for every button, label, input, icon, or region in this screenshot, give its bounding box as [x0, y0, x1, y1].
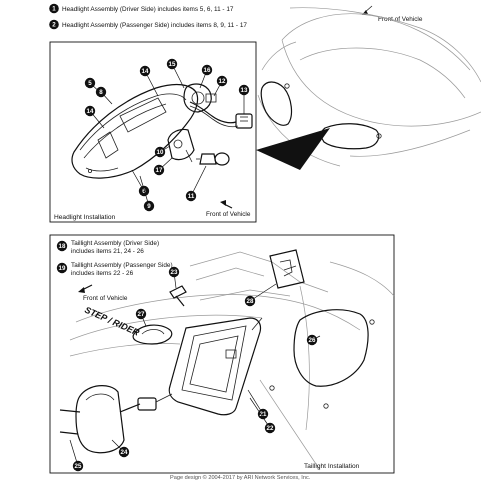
note-1-text: Headlight Assembly (Driver Side) include…	[62, 6, 234, 13]
front-of-vehicle-headlight: Front of Vehicle	[206, 200, 251, 218]
step-rider-decal: STEP / RIDER	[83, 305, 141, 338]
svg-text:11: 11	[188, 193, 195, 200]
bolt-icon	[169, 285, 187, 307]
callout-24: 24	[111, 439, 130, 458]
note-18-line-1: Taillight Assembly (Driver Side)	[71, 240, 159, 247]
note-18-line-2: includes items 21, 24 - 26	[71, 248, 144, 255]
taillight-lamp	[59, 385, 125, 454]
svg-text:23: 23	[171, 269, 178, 276]
callout-12: 12	[213, 75, 228, 97]
lamp-connector	[119, 393, 173, 413]
headlight-housing	[71, 83, 199, 179]
front-of-vehicle-taillight-label: Front of Vehicle	[83, 295, 128, 302]
callout-10: 10	[154, 145, 171, 158]
callout-25: 25	[69, 439, 84, 472]
note-1-number: 1	[52, 6, 56, 13]
note-2-text: Headlight Assembly (Passenger Side) incl…	[62, 22, 247, 29]
note-19-line-2: includes items 22 - 26	[71, 270, 134, 277]
body-headlight-left	[260, 81, 293, 126]
note-19-line-1: Taillight Assembly (Passenger Side)	[71, 262, 173, 269]
callout-13: 13	[238, 84, 250, 114]
callout-28: 28	[244, 283, 277, 307]
svg-text:28: 28	[247, 298, 254, 305]
vehicle-rear-body	[69, 251, 395, 471]
vehicle-front-body	[257, 7, 481, 167]
svg-text:14: 14	[142, 68, 149, 75]
front-of-vehicle-taillight: Front of Vehicle	[78, 284, 128, 302]
callout-8: 8	[95, 86, 113, 105]
bulb-icon	[196, 152, 230, 166]
callout-16: 16	[199, 64, 213, 89]
note-1: 1 Headlight Assembly (Driver Side) inclu…	[49, 3, 234, 14]
svg-text:27: 27	[138, 311, 145, 318]
svg-text:26: 26	[309, 337, 316, 344]
svg-text:6: 6	[142, 188, 146, 195]
taillight-panel	[49, 234, 395, 474]
callout-15: 15	[166, 58, 185, 89]
taillight-callouts: 23 27 28 26 21 22 24	[69, 266, 321, 472]
svg-text:15: 15	[169, 61, 176, 68]
svg-text:12: 12	[219, 78, 226, 85]
svg-text:8: 8	[99, 89, 103, 96]
svg-text:16: 16	[204, 67, 211, 74]
svg-text:17: 17	[156, 167, 163, 174]
svg-text:5: 5	[88, 80, 92, 87]
callout-23: 23	[168, 266, 180, 289]
note-19-number: 19	[59, 265, 66, 272]
taillight-caption: Taillight Installation	[304, 463, 360, 470]
callout-17: 17	[153, 157, 173, 176]
svg-text:22: 22	[267, 425, 274, 432]
callout-27: 27	[135, 308, 147, 327]
callout-14-lower: 14	[84, 105, 105, 129]
svg-text:25: 25	[75, 463, 82, 470]
callout-9: 9	[139, 175, 155, 212]
wire-harness	[189, 101, 253, 129]
headlight-callouts: 5 8 14 14 15 16 12	[84, 58, 250, 212]
note-2: 2 Headlight Assembly (Passenger Side) in…	[49, 19, 247, 30]
lamp-connector-icon	[137, 397, 157, 411]
gasket	[132, 324, 173, 345]
copyright-footer: Page design © 2004-2017 by ARI Network S…	[170, 474, 311, 481]
callout-21: 21	[247, 389, 269, 420]
callout-26: 26	[306, 334, 321, 346]
rear-panel	[269, 309, 375, 409]
front-of-vehicle-headlight-label: Front of Vehicle	[206, 211, 251, 218]
note-18-number: 18	[59, 243, 66, 250]
svg-text:9: 9	[147, 203, 151, 210]
svg-text:21: 21	[260, 411, 267, 418]
callout-6: 6	[131, 169, 150, 197]
detail-zoom-wedge	[256, 128, 330, 170]
headlight-panel	[49, 41, 257, 223]
callout-22: 22	[249, 397, 276, 434]
bulb-holder	[183, 83, 217, 113]
callout-14-upper: 14	[139, 65, 159, 97]
taillight-bezel	[168, 317, 263, 416]
svg-text:13: 13	[241, 87, 248, 94]
headlight-caption: Headlight Installation	[54, 214, 116, 221]
socket-bracket	[167, 128, 195, 163]
note-19: 19 Taillight Assembly (Passenger Side) i…	[56, 262, 173, 277]
note-2-number: 2	[52, 22, 56, 29]
svg-text:14: 14	[87, 108, 94, 115]
mounting-bracket	[269, 249, 305, 289]
callout-11: 11	[185, 165, 207, 202]
svg-text:10: 10	[157, 149, 164, 156]
svg-text:24: 24	[121, 449, 128, 456]
note-18: 18 Taillight Assembly (Driver Side) incl…	[56, 240, 159, 255]
front-of-vehicle-top-label: Front of Vehicle	[378, 16, 423, 23]
body-headlight-right	[320, 123, 380, 150]
